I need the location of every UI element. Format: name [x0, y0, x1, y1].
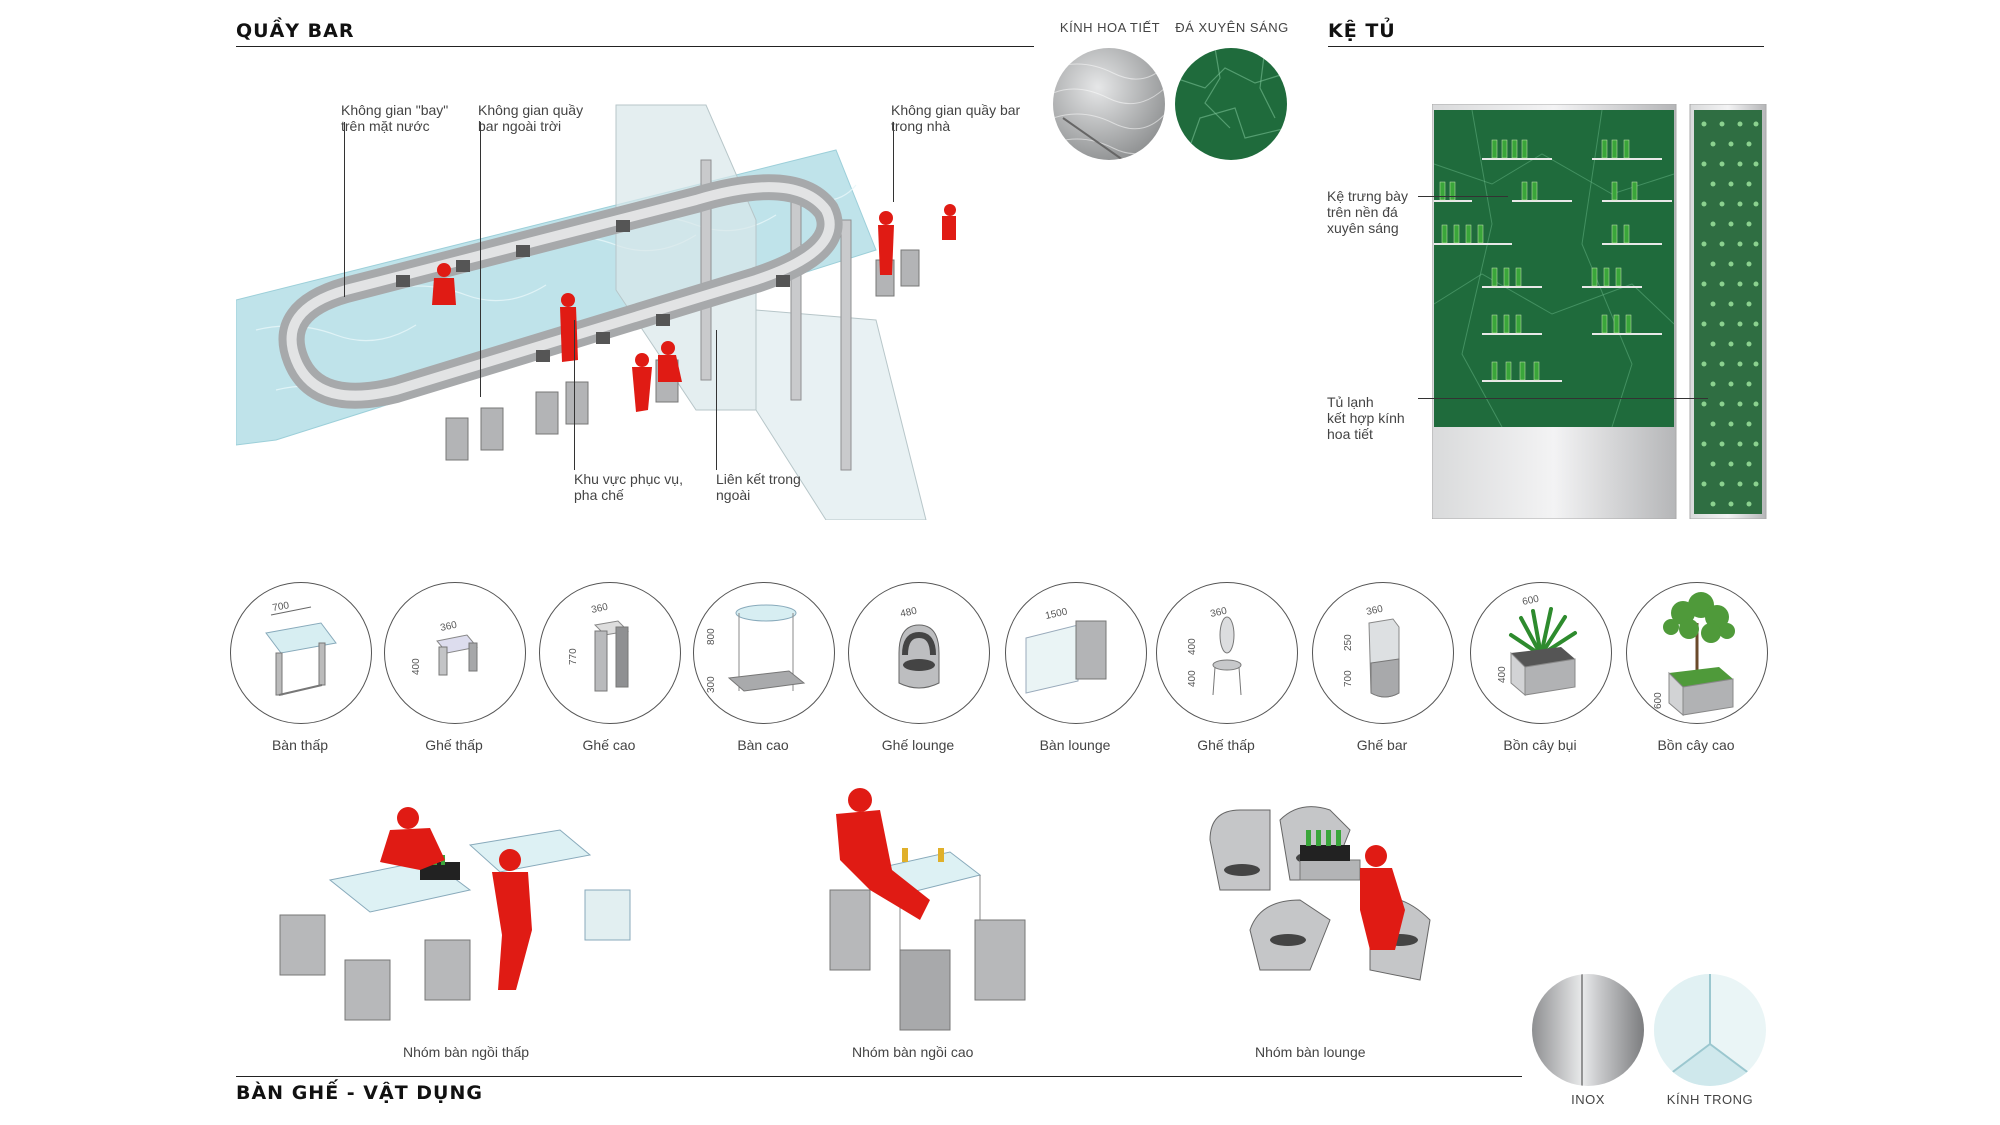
dim-low-chair-back-seat: 400: [1187, 670, 1198, 687]
dim-bar-stool-back: 250: [1343, 634, 1354, 651]
leader-fridge: [1418, 398, 1708, 399]
dim-high-table-top: 800: [706, 628, 717, 645]
dim-bar-stool-seat: 700: [1343, 670, 1354, 687]
caption-group-high-table: Nhóm bàn ngồi cao: [852, 1044, 974, 1060]
leader-shelf: [1418, 196, 1508, 197]
divider-bar: [236, 46, 1034, 47]
clear-glass-swatch: [1654, 974, 1766, 1086]
furniture-low-chair-back: 360 400 400: [1156, 582, 1298, 724]
section-title-cabinet: KỆ TỦ: [1328, 20, 1396, 42]
dim-high-chair-width: 360: [590, 602, 609, 616]
patterned-glass-swatch: [1053, 48, 1165, 160]
dim-low-chair-back-width: 360: [1209, 606, 1228, 620]
caption-tree-planter: Bồn cây cao: [1657, 737, 1735, 753]
dim-low-chair-back-top: 400: [1187, 638, 1198, 655]
cabinet-illustration: [1432, 104, 1767, 519]
furniture-bar-stool: 360 250 700: [1312, 582, 1454, 724]
bar-illustration: [236, 104, 956, 520]
furniture-lounge-table: 1500: [1005, 582, 1147, 724]
caption-low-chair: Ghế thấp: [425, 737, 483, 753]
furniture-low-chair: 360 400: [384, 582, 526, 724]
section-title-bar: QUẦY BAR: [236, 20, 355, 42]
caption-low-table: Bàn thấp: [271, 737, 329, 753]
dim-low-table-width: 700: [272, 600, 291, 614]
caption-group-lounge: Nhóm bàn lounge: [1255, 1044, 1366, 1060]
annotation-fridge: Tủ lạnh kết hợp kính hoa tiết: [1327, 394, 1405, 442]
dim-shrub-planter-height: 400: [1497, 666, 1508, 683]
dim-shrub-planter-width: 600: [1521, 594, 1540, 608]
furniture-tree-planter: 600: [1626, 582, 1768, 724]
caption-low-chair-back: Ghế thấp: [1197, 737, 1255, 753]
caption-high-chair: Ghế cao: [582, 737, 636, 753]
material-label-patterned-glass: KÍNH HOA TIẾT: [1059, 20, 1161, 35]
furniture-shrub-planter: 600 400: [1470, 582, 1612, 724]
group-high-table-illustration: [829, 788, 1026, 1031]
divider-furniture: [236, 1076, 1522, 1077]
leader-link: [716, 330, 717, 470]
translucent-stone-swatch: [1175, 48, 1287, 160]
divider-cabinet: [1328, 46, 1764, 47]
furniture-low-table: 700: [230, 582, 372, 724]
material-label-translucent-stone: ĐÁ XUYÊN SÁNG: [1175, 20, 1289, 35]
leader-service: [574, 320, 575, 470]
annotation-outdoor-bar: Không gian quầy bar ngoài trời: [478, 102, 584, 134]
material-label-stainless: INOX: [1571, 1092, 1605, 1107]
caption-lounge-table: Bàn lounge: [1039, 737, 1111, 753]
annotation-indoor-bar: Không gian quầy bar trong nhà: [891, 102, 1021, 134]
caption-high-table: Bàn cao: [737, 737, 789, 753]
furniture-high-chair: 360 770: [539, 582, 681, 724]
stainless-steel-swatch: [1532, 974, 1644, 1086]
furniture-lounge-chair: 480: [848, 582, 990, 724]
caption-bar-stool: Ghế bar: [1356, 737, 1408, 753]
annotation-indoor-outdoor-link: Liên kết trong ngoài: [716, 471, 801, 503]
annotation-water-space: Không gian "bay" trên mặt nước: [341, 102, 449, 134]
group-low-table-illustration: [279, 807, 631, 1021]
dim-high-chair-height: 770: [568, 648, 579, 665]
furniture-high-table: 800 300: [693, 582, 835, 724]
leader-outdoor: [480, 122, 481, 397]
dim-tree-planter-height: 600: [1653, 692, 1664, 709]
annotation-display-shelf: Kệ trưng bày trên nền đá xuyên sáng: [1327, 188, 1408, 236]
annotation-service-area: Khu vực phục vụ, pha chế: [574, 471, 683, 503]
dim-high-table-base: 300: [706, 676, 717, 693]
dim-low-chair-width: 360: [439, 620, 458, 634]
group-lounge-illustration: [1209, 806, 1431, 981]
caption-group-low-table: Nhóm bàn ngồi thấp: [403, 1044, 530, 1060]
leader-water: [344, 122, 345, 297]
dim-lounge-table-width: 1500: [1044, 606, 1068, 621]
material-label-clear-glass: KÍNH TRONG: [1666, 1092, 1754, 1107]
dim-lounge-chair-width: 480: [899, 606, 918, 620]
marble-panel: [1434, 110, 1674, 427]
dim-low-chair-height: 400: [411, 658, 422, 675]
caption-shrub-planter: Bồn cây bụi: [1503, 737, 1577, 753]
caption-lounge-chair: Ghế lounge: [881, 737, 955, 753]
section-title-furniture: BÀN GHẾ - VẬT DỤNG: [236, 1082, 483, 1104]
leader-indoor: [893, 122, 894, 202]
dim-bar-stool-width: 360: [1365, 604, 1384, 618]
